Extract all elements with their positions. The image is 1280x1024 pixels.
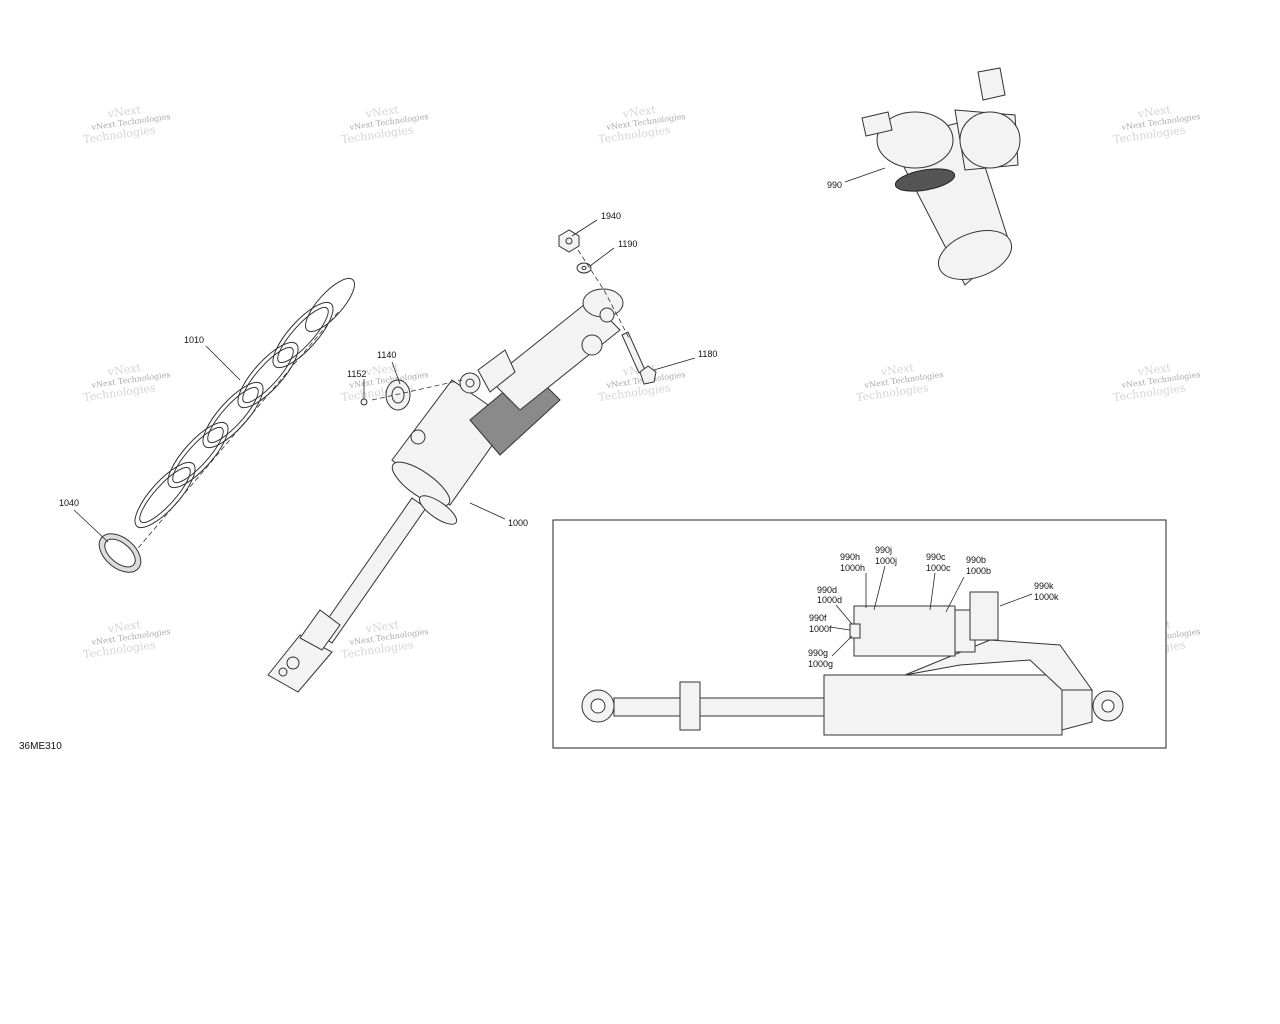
knob-1140	[385, 379, 411, 411]
callout-1140: 1140	[377, 350, 396, 360]
callout-990g: 990g	[808, 648, 828, 658]
callout-990h: 990h	[840, 552, 860, 562]
svg-text:vNext: vNext	[879, 361, 915, 379]
callout-990b: 990b	[966, 555, 986, 565]
svg-text:vNext: vNext	[364, 361, 400, 379]
svg-text:vNext: vNext	[106, 361, 142, 379]
watermark: vNext vNext Technologies Technologies	[82, 361, 171, 404]
watermark: vNext vNext Technologies Technologies	[340, 361, 429, 404]
callout-labels: 1940 1190 1010 1140 1152 1180 1040 1000 …	[59, 180, 1059, 669]
diagram-code: 36ME310	[19, 741, 62, 752]
svg-text:vNext: vNext	[621, 103, 657, 121]
watermark: vNext vNext Technologies Technologies	[1112, 361, 1201, 404]
spring-1010	[127, 277, 355, 561]
watermark: vNext vNext Technologies Technologies	[597, 103, 686, 146]
callout-990d: 990d	[817, 585, 837, 595]
callout-1000d: 1000d	[817, 595, 842, 605]
callout-1000c: 1000c	[926, 563, 951, 573]
shock-absorber-1000	[267, 288, 624, 693]
watermark: vNext vNext Technologies Technologies	[340, 618, 429, 661]
callout-1000b: 1000b	[966, 566, 991, 576]
watermark: vNext vNext Technologies Technologies	[340, 103, 429, 146]
callout-990k: 990k	[1034, 581, 1054, 591]
svg-text:vNext: vNext	[106, 618, 142, 636]
bolt-1180	[621, 331, 657, 385]
watermark: vNext vNext Technologies Technologies	[1112, 103, 1201, 146]
svg-text:vNext: vNext	[1136, 103, 1172, 121]
nut-1940	[558, 229, 580, 253]
svg-text:vNext: vNext	[364, 103, 400, 121]
washer-1190	[576, 262, 592, 274]
shock-absorber-990	[861, 67, 1021, 286]
screw-1152	[360, 398, 368, 406]
leader-lines	[73, 167, 886, 543]
callout-1940: 1940	[601, 211, 621, 221]
callout-1000k: 1000k	[1034, 592, 1059, 602]
ring-1040	[98, 533, 142, 573]
callout-1000g: 1000g	[808, 659, 833, 669]
callout-1040: 1040	[59, 498, 79, 508]
svg-text:vNext: vNext	[364, 618, 400, 636]
svg-text:vNext: vNext	[106, 103, 142, 121]
watermark: vNext vNext Technologies Technologies	[82, 618, 171, 661]
callout-990j: 990j	[875, 545, 892, 555]
watermark: vNext vNext Technologies Technologies	[82, 103, 171, 146]
callout-990c: 990c	[926, 552, 946, 562]
watermark: vNext vNext Technologies Technologies	[855, 361, 944, 404]
callout-1000f: 1000f	[809, 624, 832, 634]
inset-detail	[552, 519, 1167, 749]
callout-1180: 1180	[698, 349, 717, 359]
callout-990: 990	[827, 180, 842, 190]
callout-1152: 1152	[347, 369, 366, 379]
callout-1190: 1190	[618, 239, 637, 249]
callout-1000: 1000	[508, 518, 528, 528]
callout-1000h: 1000h	[840, 563, 865, 573]
callout-1010: 1010	[184, 335, 204, 345]
callout-990f: 990f	[809, 613, 827, 623]
callout-1000j: 1000j	[875, 556, 897, 566]
svg-text:vNext: vNext	[1136, 361, 1172, 379]
